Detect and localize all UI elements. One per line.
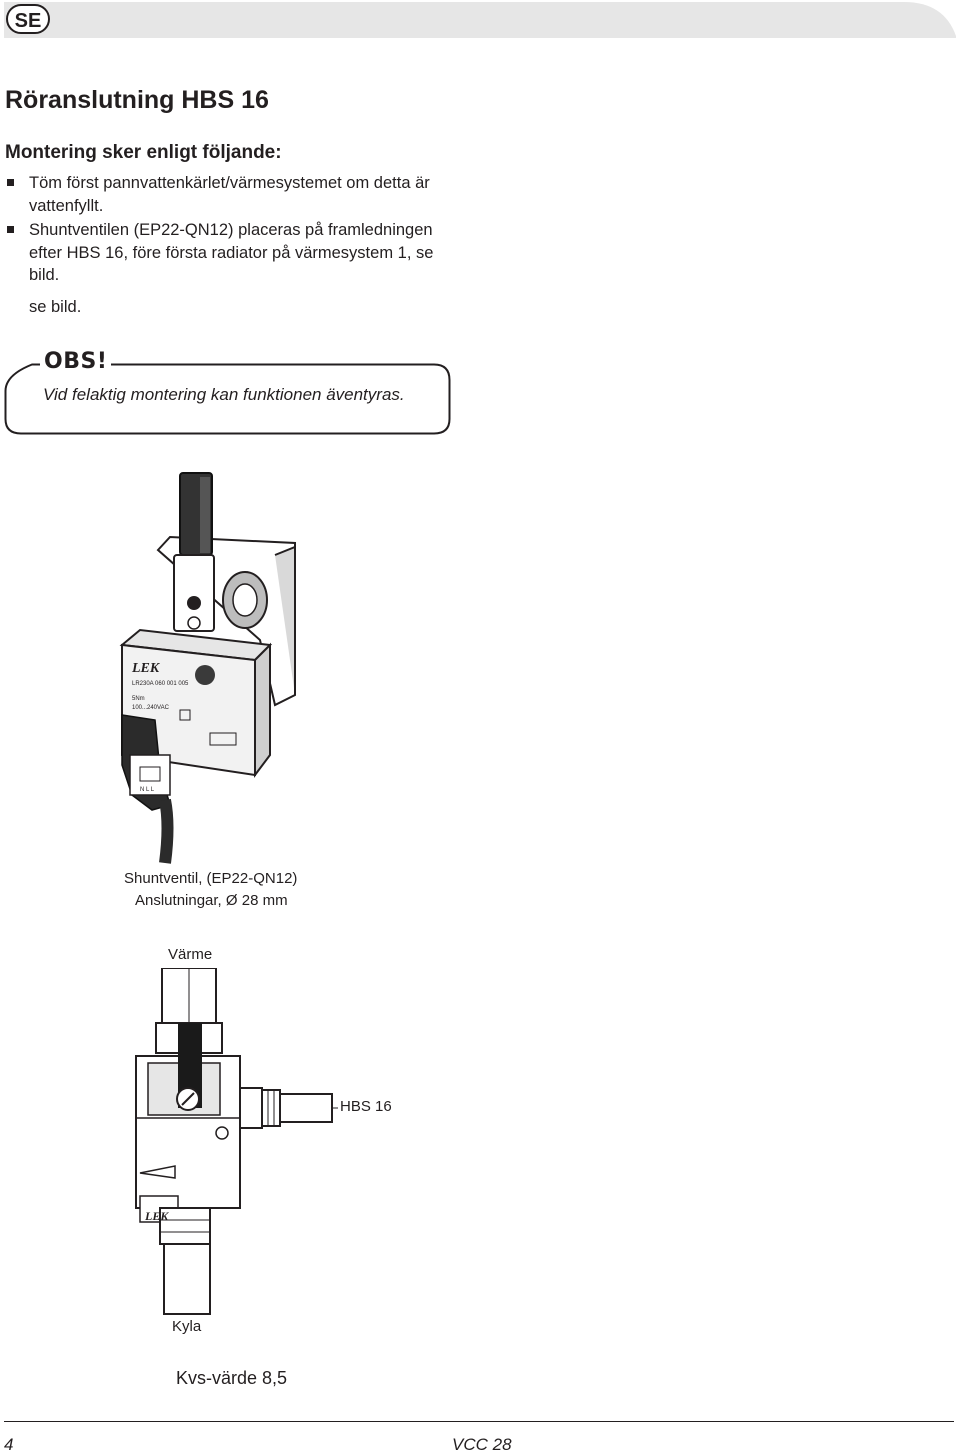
valve-actuator-illustration: LEK LR230A 060 001 005 5Nm 100...240VAC …	[119, 472, 296, 864]
see-figure-note: se bild.	[29, 297, 82, 316]
lower-brand-label: LEK	[144, 1209, 169, 1223]
header-bar	[4, 2, 956, 38]
notice-text: Vid felaktig montering kan funktionen äv…	[43, 385, 405, 404]
list-item: Shuntventilen (EP22-QN12) placeras på fr…	[5, 219, 465, 287]
terminal-labels: N L L	[140, 787, 155, 793]
footer-model: VCC 28	[452, 1435, 512, 1454]
flow-label-bottom: Kyla	[172, 1318, 202, 1335]
actuator-spec-label: 100...240VAC	[132, 705, 170, 711]
footer-divider	[4, 1421, 954, 1422]
language-badge: SE	[6, 4, 50, 34]
page-number: 4	[4, 1435, 14, 1454]
flow-label-side: HBS 16	[340, 1098, 392, 1115]
actuator-spec-label: 5Nm	[132, 696, 145, 702]
list-item-text: Töm först pannvattenkärlet/värmesystemet…	[29, 174, 430, 215]
page-title: Röranslutning HBS 16	[5, 86, 269, 114]
connection-caption: Anslutningar, Ø 28 mm	[135, 892, 288, 909]
kvs-value: Kvs-värde 8,5	[176, 1368, 288, 1388]
notice-heading: OBS!	[40, 349, 112, 374]
bullet-square-icon	[7, 226, 14, 233]
instruction-list: Töm först pannvattenkärlet/värmesystemet…	[5, 172, 465, 318]
section-title: Montering sker enligt följande:	[5, 142, 282, 163]
actuator-model-label: LR230A 060 001 005	[132, 681, 189, 687]
list-item: Töm först pannvattenkärlet/värmesystemet…	[5, 172, 465, 217]
actuator-brand-label: LEK	[131, 661, 161, 676]
bullet-square-icon	[7, 179, 14, 186]
flow-label-top: Värme	[168, 946, 213, 963]
valve-top-view-diagram: LEK	[135, 968, 338, 1315]
notice-box	[4, 363, 451, 435]
valve-caption: Shuntventil, (EP22-QN12)	[124, 870, 298, 887]
list-item-text: Shuntventilen (EP22-QN12) placeras på fr…	[29, 221, 434, 284]
